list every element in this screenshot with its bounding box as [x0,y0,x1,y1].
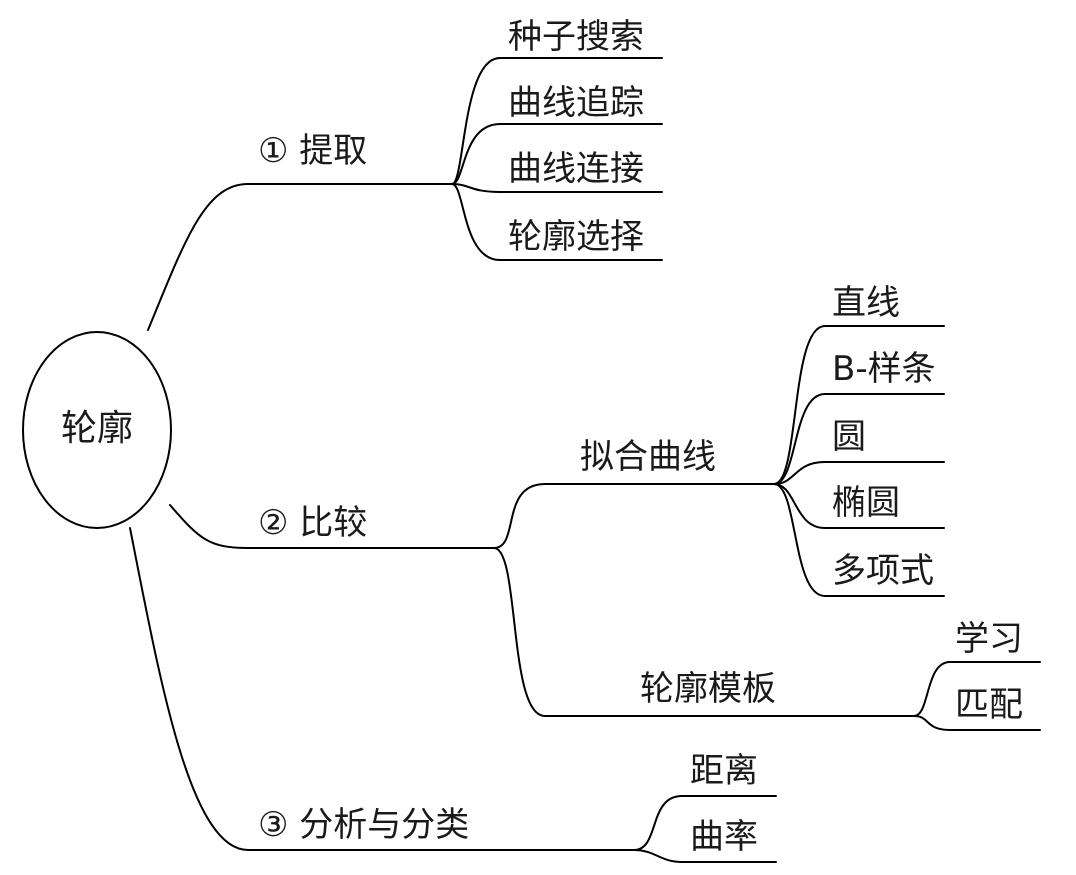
connector-polynomial [773,483,945,597]
connector-distance [633,795,777,851]
leaf-matching: 匹配 [955,685,1023,725]
connector-circle [773,461,945,485]
branch-compare-label: ② 比较 [258,503,367,543]
leaf-curvature: 曲率 [690,817,758,857]
connector-curvature [633,849,777,863]
connector-bspline [773,393,945,485]
connector-contour-template [493,547,915,717]
leaf-polynomial: 多项式 [832,551,934,591]
root-node [22,331,172,529]
sub-contour-template-label: 轮廓模板 [640,669,776,709]
root-label: 轮廓 [61,408,133,449]
leaf-line: 直线 [832,283,900,323]
leaf-seed-search: 种子搜索 [508,17,644,57]
leaf-ellipse: 椭圆 [832,483,900,523]
connector-root-compare [169,504,495,549]
leaf-curve-tracking: 曲线追踪 [508,83,644,123]
connector-matching [913,715,1041,731]
connector-curve-fitting [493,483,775,549]
connector-curve-linking [451,183,663,193]
leaf-circle: 圆 [832,417,866,457]
leaf-learning: 学习 [955,619,1023,659]
connector-curve-tracking [451,123,663,185]
branch-extract-label: ① 提取 [258,131,367,171]
connector-root-extract [147,183,453,331]
connector-seed-search [451,57,663,185]
leaf-bspline: B-样条 [832,349,936,389]
sub-curve-fitting-label: 拟合曲线 [580,437,716,477]
connector-ellipse [773,483,945,529]
leaf-contour-selection: 轮廓选择 [508,217,644,257]
branch-analyze-label: ③ 分析与分类 [258,805,469,845]
leaf-distance: 距离 [690,751,758,791]
connector-root-analyze [129,527,635,851]
connector-contour-selection [451,183,663,261]
connector-learning [913,661,1041,717]
leaf-curve-linking: 曲线连接 [508,149,644,189]
connector-line [773,325,945,485]
